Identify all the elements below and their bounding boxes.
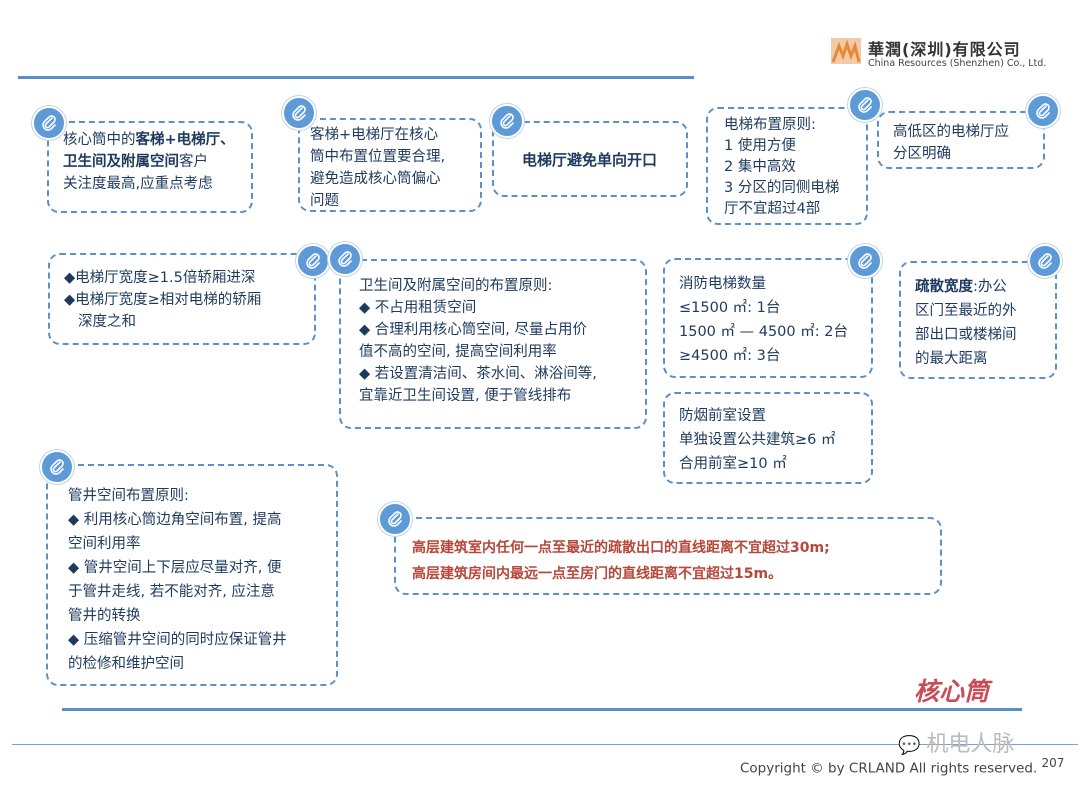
text: 合用前室≥10 ㎡	[679, 456, 787, 472]
text: 的最大距离	[915, 351, 988, 367]
text: 深度之和	[78, 314, 136, 330]
text: ◆ 合理利用核心筒空间, 尽量占用价	[359, 322, 587, 338]
paperclip-icon	[40, 450, 74, 484]
text: 于管井走线, 若不能对齐, 应注意	[68, 584, 275, 600]
page-number: 207	[1041, 756, 1065, 770]
text: ≤1500 ㎡: 1台	[679, 300, 781, 316]
paperclip-icon	[282, 96, 316, 130]
text: ◆电梯厅宽度≥相对电梯的轿厢	[64, 292, 262, 308]
paperclip-icon	[296, 244, 330, 278]
text: 2 集中高效	[724, 159, 796, 175]
text: 区门至最近的外	[915, 303, 1017, 319]
text-bold: 卫生间及附属空间	[63, 154, 179, 170]
text: ◆ 利用核心筒边角空间布置, 提高	[68, 512, 282, 528]
text: 管井空间布置原则:	[68, 488, 189, 504]
text-bold: 疏散宽度	[915, 279, 973, 295]
header-rule	[18, 76, 694, 79]
company-name-en: China Resources (Shenzhen) Co., Ltd.	[868, 58, 1047, 69]
text: 客梯+电梯厅在核心	[310, 127, 439, 143]
text: 单独设置公共建筑≥6 ㎡	[679, 432, 836, 448]
text: 部出口或楼梯间	[915, 327, 1017, 343]
paperclip-icon	[328, 242, 362, 276]
text: 问题	[310, 193, 339, 209]
paperclip-icon	[1026, 94, 1060, 128]
text: 值不高的空间, 提高空间利用率	[359, 344, 557, 360]
paperclip-icon	[1028, 244, 1062, 278]
text: 管井的转换	[68, 608, 141, 624]
text: ◆ 压缩管井空间的同时应保证管井	[68, 632, 287, 648]
text-bold: 电梯厅避免单向开口	[522, 151, 658, 169]
text: :办公	[973, 279, 1007, 295]
text: 卫生间及附属空间的布置原则:	[359, 278, 553, 294]
card-elevator-principles: 电梯布置原则: 1 使用方便 2 集中高效 3 分区的同侧电梯 厅不宜超过4部	[706, 107, 868, 225]
text: 1 使用方便	[724, 138, 796, 154]
company-name-cn: 華潤(深圳)有限公司	[868, 40, 1021, 59]
card-fire-elevator: 消防电梯数量 ≤1500 ㎡: 1台 1500 ㎡ — 4500 ㎡: 2台 ≥…	[663, 258, 873, 378]
text: 3 分区的同侧电梯	[724, 180, 840, 196]
paperclip-icon	[378, 502, 412, 536]
card-lobby-opening: 电梯厅避免单向开口	[492, 121, 688, 197]
text: 分区明确	[893, 146, 951, 162]
text: 防烟前室设置	[679, 408, 766, 424]
footer-rule	[12, 744, 1078, 745]
card-evacuation-distance: 高层建筑室内任何一点至最近的疏散出口的直线距离不宜超过30m; 高层建筑房间内最…	[394, 517, 942, 595]
paperclip-icon	[848, 244, 882, 278]
text: 1500 ㎡ — 4500 ㎡: 2台	[679, 324, 848, 340]
text: 的检修和维护空间	[68, 656, 184, 672]
page-title: 核心筒	[914, 677, 990, 706]
card-elevator-position: 客梯+电梯厅在核心 筒中布置位置要合理, 避免造成核心筒偏心 问题	[298, 118, 482, 212]
copyright-text: Copyright © by CRLAND All rights reserve…	[740, 760, 1038, 777]
card-lobby-width: ◆电梯厅宽度≥1.5倍轿厢进深 ◆电梯厅宽度≥相对电梯的轿厢 深度之和	[48, 253, 316, 345]
text: 宜靠近卫生间设置, 便于管线排布	[359, 388, 572, 404]
text: 空间利用率	[68, 536, 141, 552]
card-evacuation-width: 疏散宽度:办公 区门至最近的外 部出口或楼梯间 的最大距离	[899, 261, 1057, 379]
text: 关注度最高,应重点考虑	[63, 176, 213, 192]
text: 高低区的电梯厅应	[893, 124, 1009, 140]
footer: Copyright © by CRLAND All rights reserve…	[740, 756, 1064, 777]
bottom-rule	[62, 708, 1022, 711]
text: 筒中布置位置要合理,	[310, 149, 446, 165]
text: ◆ 管井空间上下层应尽量对齐, 便	[68, 560, 282, 576]
paperclip-icon	[490, 104, 524, 138]
wechat-icon: 💬	[898, 735, 921, 756]
card-zone-lobby: 高低区的电梯厅应 分区明确	[877, 111, 1045, 169]
paperclip-icon	[848, 88, 882, 122]
text-bold: 客梯+电梯厅、	[135, 132, 235, 148]
text: 厅不宜超过4部	[724, 201, 821, 217]
text: ◆ 若设置清洁间、茶水间、淋浴间等,	[359, 366, 597, 382]
company-logo: 華潤(深圳)有限公司 China Resources (Shenzhen) Co…	[831, 36, 1046, 76]
text-red: 高层建筑房间内最远一点至房门的直线距离不宜超过15m。	[412, 566, 783, 582]
watermark: 💬机电人脉	[898, 726, 1014, 758]
crland-logo-icon	[831, 38, 861, 64]
text: 核心筒中的	[63, 132, 136, 148]
text: ◆电梯厅宽度≥1.5倍轿厢进深	[64, 270, 256, 286]
text: 客户	[179, 154, 208, 170]
text-red: 高层建筑室内任何一点至最近的疏散出口的直线距离不宜超过30m;	[412, 540, 830, 556]
paperclip-icon	[32, 106, 66, 140]
text: 避免造成核心筒偏心	[310, 171, 441, 187]
text: ◆ 不占用租赁空间	[359, 300, 477, 316]
card-shaft-principles: 管井空间布置原则: ◆ 利用核心筒边角空间布置, 提高 空间利用率 ◆ 管井空间…	[46, 464, 338, 686]
card-restroom-principles: 卫生间及附属空间的布置原则: ◆ 不占用租赁空间 ◆ 合理利用核心筒空间, 尽量…	[339, 259, 647, 429]
text: 消防电梯数量	[679, 276, 766, 292]
watermark-text: 机电人脉	[926, 732, 1015, 757]
card-smoke-lobby: 防烟前室设置 单独设置公共建筑≥6 ㎡ 合用前室≥10 ㎡	[663, 392, 873, 484]
card-core-focus: 核心筒中的客梯+电梯厅、 卫生间及附属空间客户 关注度最高,应重点考虑	[47, 121, 253, 213]
text: ≥4500 ㎡: 3台	[679, 348, 781, 364]
text: 电梯布置原则:	[724, 117, 816, 133]
